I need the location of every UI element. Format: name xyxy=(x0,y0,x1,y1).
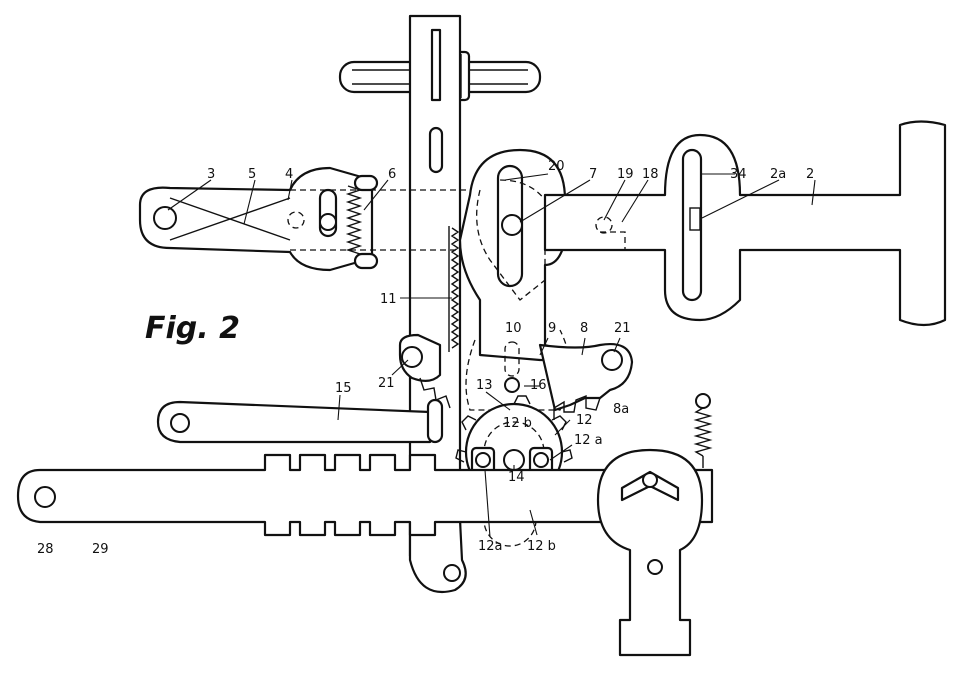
numeral-20: 20 xyxy=(548,159,565,174)
numeral-21-left: 21 xyxy=(378,376,395,391)
numeral-13: 13 xyxy=(476,378,493,393)
numeral-28: 28 xyxy=(37,542,54,557)
right-handle-lever xyxy=(543,120,947,327)
numeral-5: 5 xyxy=(248,167,256,182)
key-part xyxy=(596,393,713,657)
numeral-12b-upper: 12 b xyxy=(503,416,532,431)
numeral-2a: 2a xyxy=(770,167,786,182)
numeral-16: 16 xyxy=(530,378,547,393)
central-slotted-body xyxy=(458,148,587,362)
numeral-12a-upper: 12 a xyxy=(574,433,603,448)
numeral-3: 3 xyxy=(207,167,215,182)
numeral-2: 2 xyxy=(806,167,814,182)
numeral-12a-lower: 12a xyxy=(478,539,503,554)
leader-lines xyxy=(167,173,816,538)
numeral-6: 6 xyxy=(388,167,396,182)
numeral-9: 9 xyxy=(548,321,556,336)
rack-bar-29 xyxy=(16,453,714,537)
numeral-12: 12 xyxy=(576,413,593,428)
numeral-11: 11 xyxy=(380,292,397,307)
figure-title: Fig. 2 xyxy=(145,311,240,346)
numeral-12b-lower: 12 b xyxy=(527,539,556,554)
numeral-10: 10 xyxy=(505,321,522,336)
numeral-18: 18 xyxy=(642,167,659,182)
numeral-19: 19 xyxy=(617,167,634,182)
numeral-4: 4 xyxy=(285,167,293,182)
bar-15 xyxy=(156,398,444,444)
numeral-14: 14 xyxy=(508,470,525,485)
numeral-21-right: 21 xyxy=(614,321,631,336)
numeral-7: 7 xyxy=(589,167,597,182)
numeral-34: 34 xyxy=(730,167,747,182)
numeral-8a: 8a xyxy=(613,402,629,417)
rack-11 xyxy=(448,226,460,352)
hidden-outlines xyxy=(465,329,571,411)
numeral-8: 8 xyxy=(580,321,588,336)
numeral-29: 29 xyxy=(92,542,109,557)
numeral-15: 15 xyxy=(335,381,352,396)
segment-lever-8 xyxy=(398,333,634,420)
